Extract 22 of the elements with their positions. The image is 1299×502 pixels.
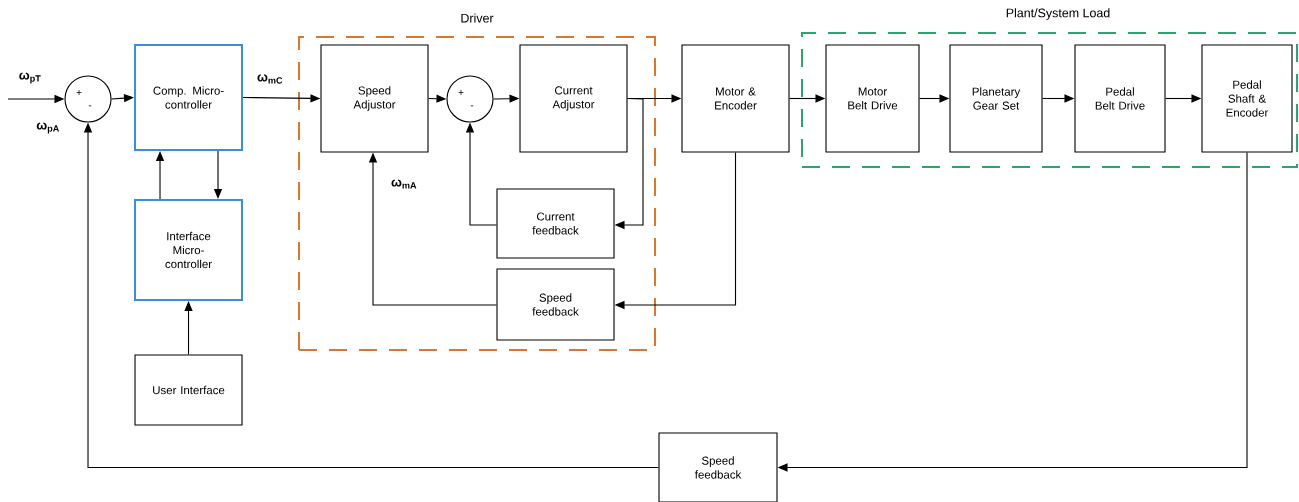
edge-label: ω$_{pT}$ [17, 71, 43, 85]
summing-junction: + - [64, 75, 112, 123]
block-box: Motor Belt Drive [825, 44, 920, 153]
block-box: Current Adjustor [519, 44, 628, 153]
block-box: Speed feedback [496, 268, 615, 341]
block-box: Comp. Micro-controller [134, 44, 243, 151]
block-box: Motor & Encoder [681, 44, 790, 153]
summing-junction: + - [446, 75, 494, 123]
block-box: Pedal Belt Drive [1074, 44, 1166, 153]
group-heading: Driver [461, 13, 494, 23]
edge-label: ω$_{mC}$ [256, 73, 285, 85]
block-box: Speed feedback [658, 432, 778, 502]
block-box: Interface Micro-controller [134, 199, 243, 301]
block-box: Speed Adjustor [320, 44, 429, 153]
block-box: User Interface [134, 354, 243, 426]
group-heading: Plant/System Load [1006, 8, 1110, 20]
edge-label: ω$_{pA}$ [35, 121, 61, 135]
block-box: Current feedback [496, 188, 615, 259]
edge-label: ω$_{mA}$ [390, 178, 419, 190]
block-box: Planetary Gear Set [949, 44, 1043, 153]
arrow [184, 301, 193, 355]
block-box: Pedal Shaft & Encoder [1201, 44, 1293, 153]
